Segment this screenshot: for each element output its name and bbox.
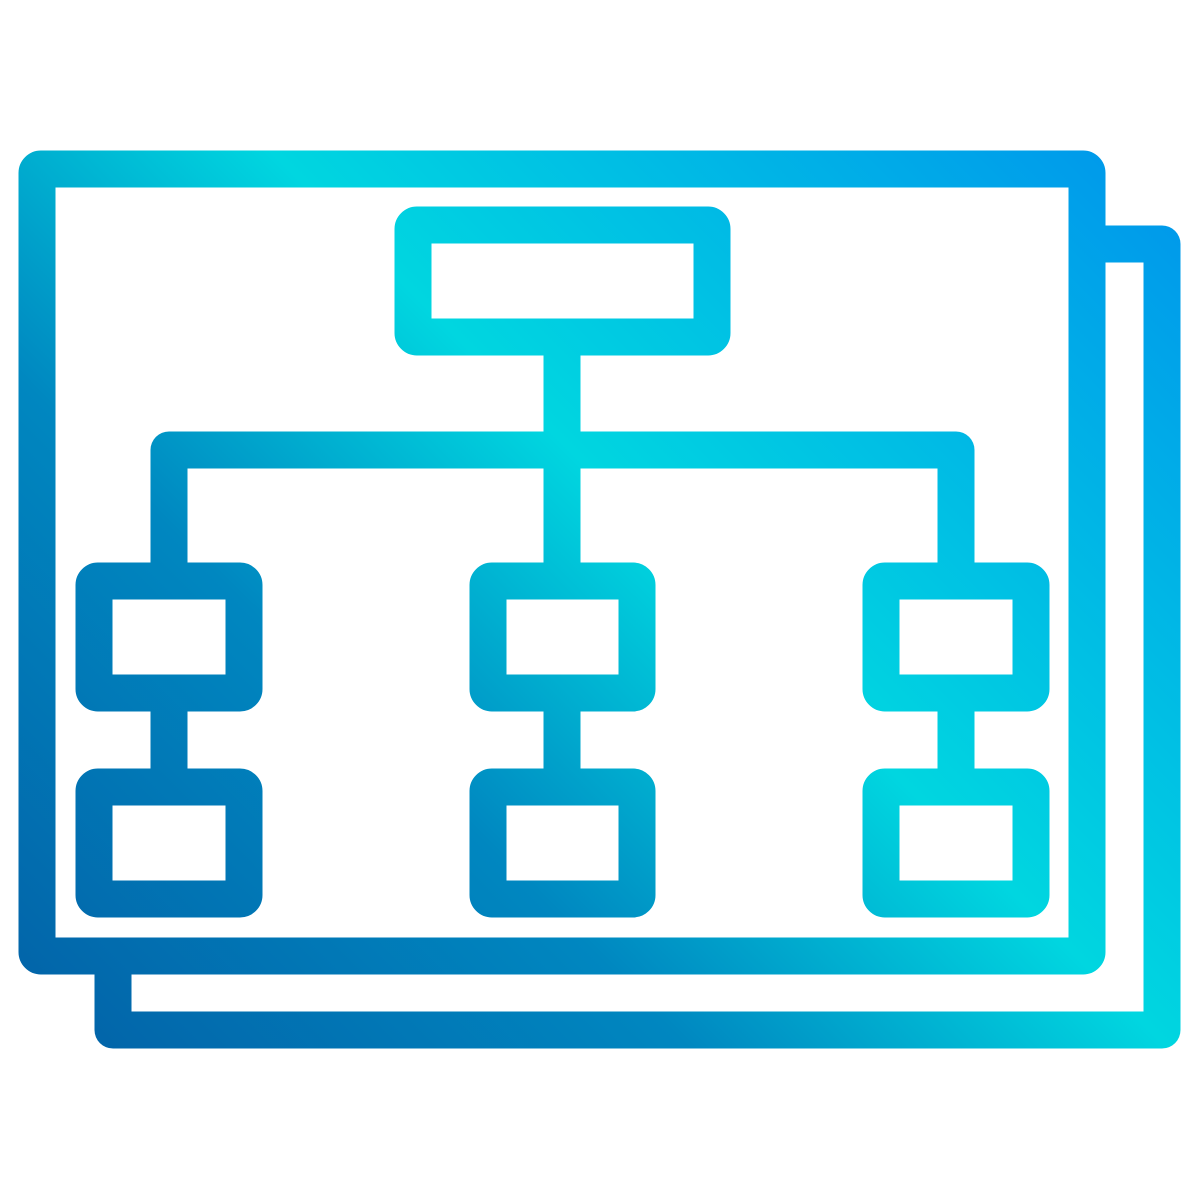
front-page-outline: [18, 150, 1106, 975]
chart-node-right-2: [862, 768, 1050, 918]
back-page-outline: [94, 225, 1181, 1049]
chart-node-left-2: [75, 768, 263, 918]
chart-node-middle-2: [469, 768, 656, 918]
